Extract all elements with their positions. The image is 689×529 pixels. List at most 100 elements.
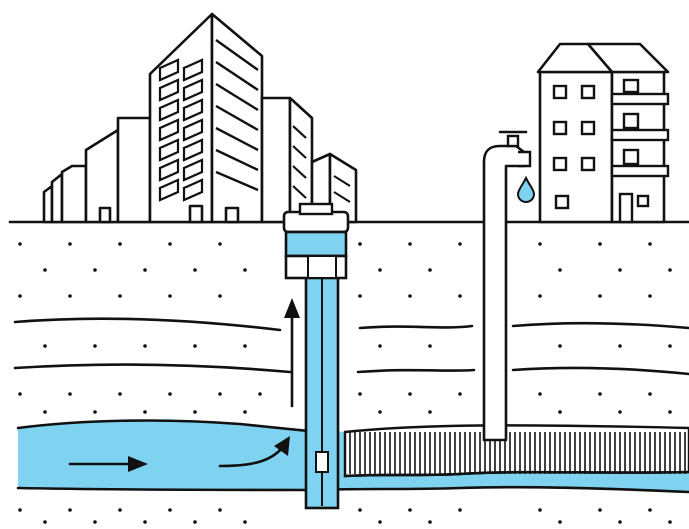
building-window: [182, 58, 204, 82]
soil-dot: [168, 294, 172, 298]
soil-dot: [143, 344, 147, 348]
soil-dot: [68, 242, 72, 246]
soil-dot: [118, 508, 122, 512]
soil-dot: [93, 344, 97, 348]
soil-dot: [648, 392, 652, 396]
soil-dot: [378, 268, 382, 272]
faucet-icon: [482, 130, 532, 442]
soil-dot: [118, 392, 122, 396]
soil-dot: [143, 520, 147, 524]
soil-dot: [68, 392, 72, 396]
soil-dot: [598, 242, 602, 246]
soil-dot: [18, 242, 22, 246]
soil-dot: [618, 410, 622, 414]
soil-dot: [668, 520, 672, 524]
soil-dot: [558, 268, 562, 272]
soil-dot: [428, 520, 432, 524]
soil-dot: [648, 294, 652, 298]
soil-dot: [358, 242, 362, 246]
soil-dot: [428, 268, 432, 272]
soil-dot: [218, 242, 222, 246]
soil-dot: [243, 410, 247, 414]
building-window: [182, 98, 204, 122]
soil-dot: [243, 520, 247, 524]
strata-line: [511, 321, 689, 330]
pump-icon: [282, 202, 350, 510]
soil-dot: [143, 268, 147, 272]
soil-dot: [43, 520, 47, 524]
building-window: [158, 118, 180, 142]
soil-dot: [598, 294, 602, 298]
soil-dot: [428, 410, 432, 414]
soil-dot: [18, 508, 22, 512]
soil-dot: [378, 520, 382, 524]
soil-dot: [598, 392, 602, 396]
strata-line: [13, 317, 282, 332]
building-window: [182, 178, 204, 202]
soil-dot: [618, 520, 622, 524]
soil-dot: [558, 344, 562, 348]
soil-dot: [193, 410, 197, 414]
flow-arrow-icon: [68, 456, 148, 472]
building-window: [182, 158, 204, 182]
soil-dot: [193, 344, 197, 348]
soil-dot: [243, 268, 247, 272]
soil-dot: [538, 294, 542, 298]
soil-dot: [558, 410, 562, 414]
soil-dot: [43, 268, 47, 272]
soil-dot: [218, 294, 222, 298]
soil-dot: [218, 508, 222, 512]
soil-dot: [558, 520, 562, 524]
soil-dot: [618, 344, 622, 348]
soil-dot: [43, 344, 47, 348]
soil-dot: [358, 294, 362, 298]
building-window: [182, 78, 204, 102]
strata-line: [13, 363, 292, 374]
strata-line: [358, 324, 474, 330]
soil-dot: [538, 242, 542, 246]
soil-dot: [193, 268, 197, 272]
soil-dot: [93, 520, 97, 524]
flow-arrow-icon: [218, 436, 290, 468]
soil-dot: [428, 344, 432, 348]
soil-dot: [68, 294, 72, 298]
soil-dot: [168, 392, 172, 396]
soil-dot: [648, 508, 652, 512]
building-window: [158, 138, 180, 162]
soil-dot: [408, 392, 412, 396]
soil-dot: [668, 410, 672, 414]
soil-dot: [93, 268, 97, 272]
soil-dot: [93, 410, 97, 414]
water-drop-icon: [516, 175, 536, 204]
soil-dot: [538, 508, 542, 512]
building-window: [182, 138, 204, 162]
soil-dot: [43, 410, 47, 414]
soil-dot: [458, 294, 462, 298]
soil-dot: [258, 392, 262, 396]
soil-dot: [193, 520, 197, 524]
apartment-icon: [536, 42, 670, 224]
soil-dot: [458, 392, 462, 396]
soil-dot: [358, 392, 362, 396]
strata-line: [511, 366, 689, 376]
soil-dot: [18, 294, 22, 298]
building-window: [182, 118, 204, 142]
building-window: [158, 58, 180, 82]
soil-dot: [668, 268, 672, 272]
soil-dot: [143, 410, 147, 414]
soil-dot: [408, 294, 412, 298]
soil-dot: [378, 410, 382, 414]
soil-dot: [598, 508, 602, 512]
soil-dot: [458, 508, 462, 512]
buildings-icon: [42, 12, 358, 224]
building-window: [158, 98, 180, 122]
soil-dot: [618, 268, 622, 272]
soil-dot: [668, 344, 672, 348]
soil-dot: [168, 242, 172, 246]
soil-dot: [358, 508, 362, 512]
strata-line: [356, 368, 476, 374]
soil-dot: [408, 508, 412, 512]
soil-dot: [118, 294, 122, 298]
